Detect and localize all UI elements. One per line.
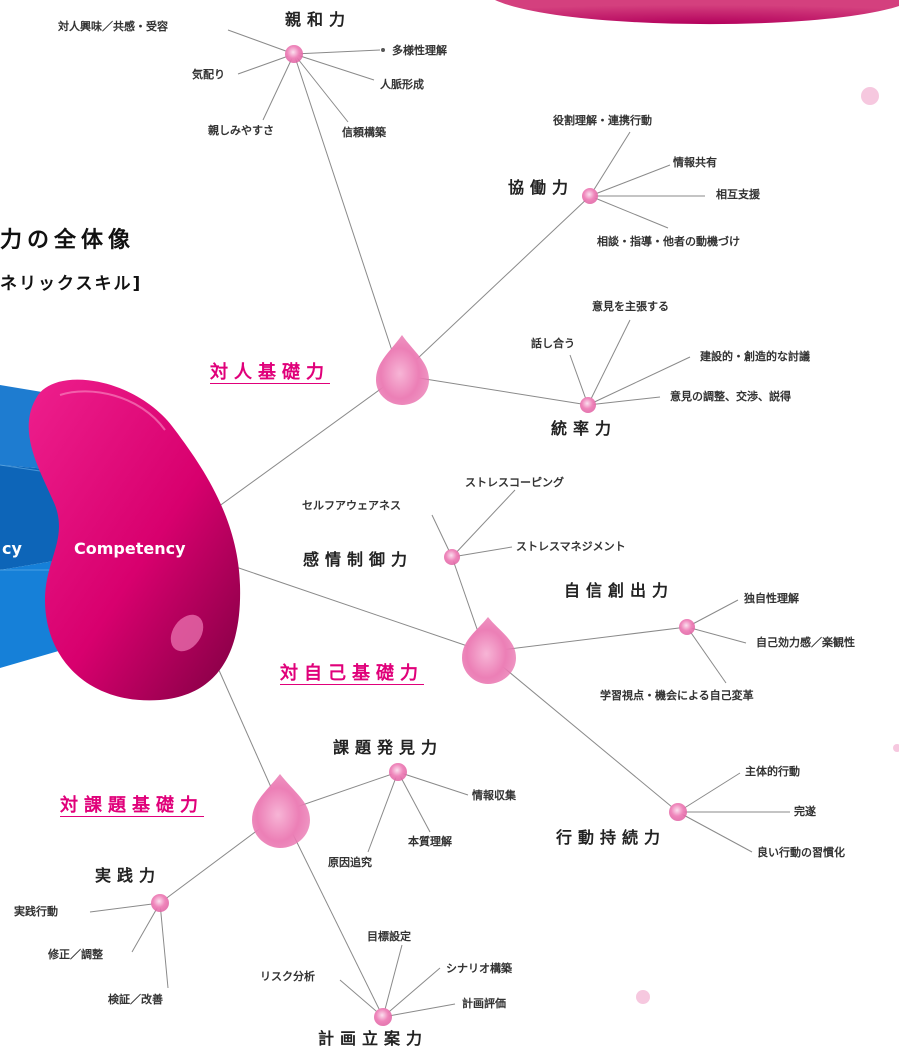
leaf-label: 相談・指導・他者の動機づけ <box>597 235 740 248</box>
taijiko-node <box>462 617 516 684</box>
shinwa-label: 親和力 <box>285 10 352 29</box>
leaf-label: 役割理解・連携行動 <box>553 114 652 127</box>
leaf-label: 情報収集 <box>472 789 516 802</box>
decor-dot <box>893 744 899 752</box>
keikaku-node <box>374 1008 392 1026</box>
keikaku-label: 計画立案力 <box>318 1029 429 1048</box>
leaf-label: 原因追究 <box>328 856 372 869</box>
page-title: 力の全体像 <box>0 228 136 253</box>
kadai-label: 課題発見力 <box>333 738 444 757</box>
jissen-label: 実践力 <box>95 866 162 885</box>
tosotsu-node <box>580 397 596 413</box>
decor-dot <box>636 990 650 1004</box>
leaf-label: 情報共有 <box>673 156 717 169</box>
competency-blob <box>28 379 241 701</box>
leaf-label: 相互支援 <box>716 188 760 201</box>
kodo-label: 行動持続力 <box>556 828 667 847</box>
leaf-label: 気配り <box>192 68 225 81</box>
leaf-label: 検証／改善 <box>108 993 163 1006</box>
jissen-node <box>151 894 169 912</box>
leaf-label: 信頼構築 <box>342 126 386 139</box>
leaf-label: 多様性理解 <box>392 44 447 57</box>
jishin-node <box>679 619 695 635</box>
leaf-label: 意見の調整、交渉、説得 <box>670 390 791 403</box>
leaf-label: リスク分析 <box>260 970 315 983</box>
leaf-label: 修正／調整 <box>48 948 103 961</box>
leaf-label: 建設的・創造的な討議 <box>700 350 810 363</box>
leaf-label: 対人興味／共感・受容 <box>58 20 168 33</box>
taikadai-label: 対課題基礎力 <box>60 795 204 816</box>
leaf-label: 完遂 <box>794 805 816 818</box>
shinwa-node <box>285 45 303 63</box>
leaf-label: 良い行動の習慣化 <box>757 846 845 859</box>
leaf-label: セルフアウェアネス <box>302 499 401 512</box>
kanjo-node <box>444 549 460 565</box>
leaf-label: 独自性理解 <box>744 592 799 605</box>
kadai-node <box>389 763 407 781</box>
leaf-label: 自己効力感／楽観性 <box>756 636 855 649</box>
leaf-label: 計画評価 <box>462 997 506 1010</box>
leaf-label: 意見を主張する <box>592 300 669 313</box>
competency-label: Competency <box>74 539 186 558</box>
leaf-label: 目標設定 <box>367 930 411 943</box>
decor-dot <box>861 87 879 105</box>
kanjo-label: 感情制御力 <box>303 550 414 569</box>
leaf-label: 話し合う <box>531 337 575 350</box>
leaf-label: 本質理解 <box>408 835 452 848</box>
leaf-label: 人脈形成 <box>380 78 424 91</box>
kyodo-node <box>582 188 598 204</box>
leaf-label: 学習視点・機会による自己変革 <box>600 689 754 702</box>
leaf-label: ストレスマネジメント <box>516 540 626 553</box>
kodo-node <box>669 803 687 821</box>
kyodo-label: 協働力 <box>508 178 575 197</box>
taijiko-label: 対自己基礎力 <box>280 663 424 684</box>
leaf-label: 実践行動 <box>14 905 58 918</box>
taijin-node <box>376 335 429 405</box>
connector-lines <box>89 29 790 1018</box>
leaf-label: 主体的行動 <box>745 765 800 778</box>
arrow-dot <box>381 48 385 52</box>
taijin-label: 対人基礎力 <box>210 362 330 383</box>
tosotsu-label: 統率力 <box>551 419 618 438</box>
jishin-label: 自信創出力 <box>564 581 675 600</box>
taikadai-node <box>252 774 310 848</box>
leaf-label: シナリオ構築 <box>446 962 512 975</box>
cube-label: cy <box>2 539 22 558</box>
leaf-label: 親しみやすさ <box>208 124 274 137</box>
top-arc-decoration <box>495 0 899 25</box>
page-subtitle: ネリックスキル] <box>0 274 143 294</box>
leaf-label: ストレスコーピング <box>465 476 564 489</box>
